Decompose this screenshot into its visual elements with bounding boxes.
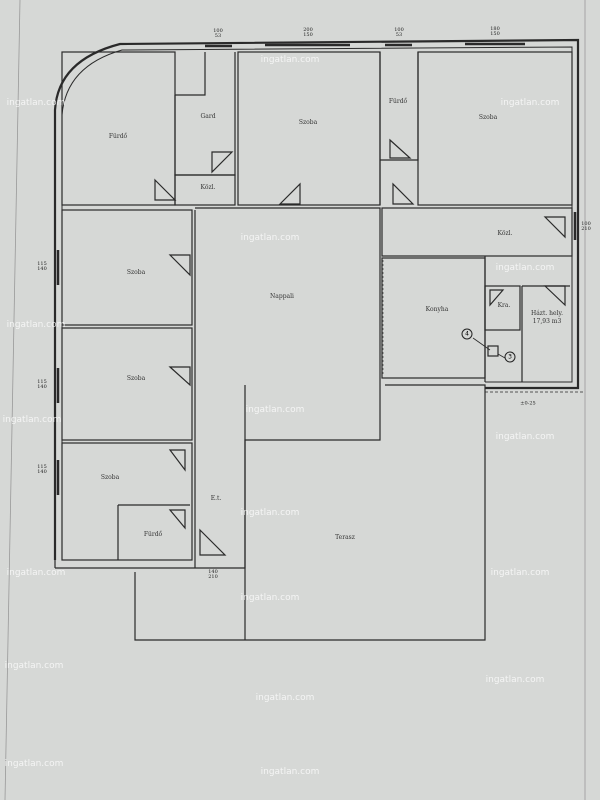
dim-value: 180 bbox=[490, 26, 500, 32]
room-label-szoba-top-right: Szoba bbox=[478, 114, 498, 121]
watermark: ingatlan.com bbox=[4, 759, 64, 769]
watermark: ingatlan.com bbox=[490, 568, 550, 578]
dim-value: 210 bbox=[581, 226, 591, 232]
dim-value: 115 bbox=[37, 464, 47, 470]
dim-value: 115 bbox=[37, 261, 47, 267]
haztartasi-name: Házt. hely. bbox=[530, 310, 564, 317]
dim-value: 100 bbox=[394, 27, 404, 33]
dim-value: 53 bbox=[395, 32, 403, 38]
watermark: ingatlan.com bbox=[6, 320, 66, 330]
room-label-nappali: Nappali bbox=[270, 293, 294, 300]
dim-value: 100 bbox=[213, 28, 223, 34]
dim-value: 100 bbox=[581, 221, 591, 227]
dim-value: 150 bbox=[490, 31, 500, 37]
room-label-terasz: Terasz bbox=[335, 534, 355, 541]
watermark: ingatlan.com bbox=[4, 661, 64, 671]
level-mark: ±0-25 bbox=[520, 400, 536, 407]
watermark: ingatlan.com bbox=[255, 693, 315, 703]
dim-value: 140 bbox=[37, 266, 47, 272]
room-label-szoba-left-2: Szoba bbox=[126, 375, 146, 382]
watermark: ingatlan.com bbox=[6, 568, 66, 578]
watermark: ingatlan.com bbox=[260, 55, 320, 65]
watermark: ingatlan.com bbox=[245, 405, 305, 415]
haztartasi-volume: 17,93 m3 bbox=[532, 318, 562, 325]
watermark: ingatlan.com bbox=[240, 508, 300, 518]
room-label-gard: Gard bbox=[200, 113, 216, 120]
watermark: ingatlan.com bbox=[495, 263, 555, 273]
room-label-konyha: Konyha bbox=[425, 306, 449, 313]
dim-value: 150 bbox=[303, 32, 313, 38]
dim-value: 115 bbox=[37, 379, 47, 385]
room-label-furdo-small: Fürdő bbox=[388, 98, 408, 105]
room-label-kra: Kra. bbox=[497, 302, 511, 309]
room-label-haztartasi: Házt. hely. 17,93 m3 bbox=[531, 310, 563, 326]
watermark: ingatlan.com bbox=[495, 432, 555, 442]
dim-value: 210 bbox=[208, 574, 218, 580]
watermark: ingatlan.com bbox=[6, 98, 66, 108]
dim-value: 140 bbox=[208, 569, 218, 575]
room-label-kosl-top: Közl. bbox=[200, 184, 216, 191]
room-label-kosl-right: Közl. bbox=[497, 230, 513, 237]
watermark: ingatlan.com bbox=[500, 98, 560, 108]
watermark: ingatlan.com bbox=[485, 675, 545, 685]
room-label-furdo-main: Fürdő bbox=[108, 133, 128, 140]
dim-value: 140 bbox=[37, 384, 47, 390]
watermark: ingatlan.com bbox=[240, 233, 300, 243]
room-label-szoba-left-1: Szoba bbox=[126, 269, 146, 276]
dim-value: 200 bbox=[303, 27, 313, 33]
room-label-szoba-top-mid: Szoba bbox=[298, 119, 318, 126]
dim-value: 140 bbox=[37, 469, 47, 475]
watermark: ingatlan.com bbox=[240, 593, 300, 603]
dim-value: 53 bbox=[214, 33, 222, 39]
marker-3: 3 bbox=[504, 351, 516, 363]
watermark: ingatlan.com bbox=[260, 767, 320, 777]
room-label-szoba-left-3: Szoba bbox=[100, 474, 120, 481]
room-label-furdo-bottom: Fürdő bbox=[143, 531, 163, 538]
marker-4: 4 bbox=[461, 328, 473, 340]
watermark: ingatlan.com bbox=[2, 415, 62, 425]
room-label-et: E.t. bbox=[210, 495, 222, 502]
